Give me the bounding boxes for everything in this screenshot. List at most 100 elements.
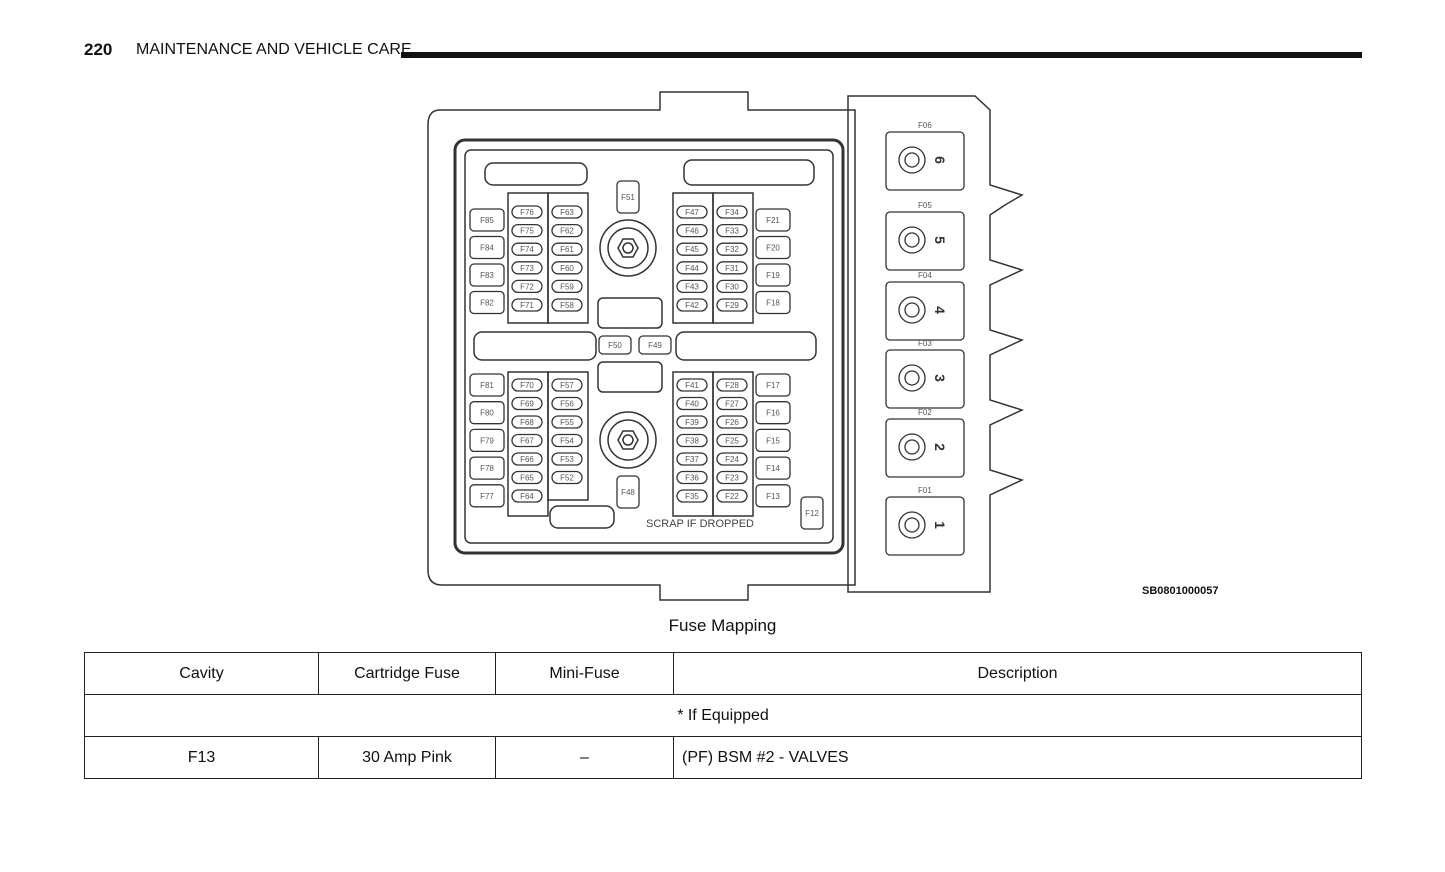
- fuse-label: F56: [560, 400, 574, 409]
- fuse-f16: F16: [755, 401, 791, 425]
- fuse-label: F55: [560, 418, 574, 427]
- fuse-f60: F60: [551, 261, 583, 275]
- fuse-label: F39: [685, 418, 699, 427]
- fuse-label: F73: [520, 264, 534, 273]
- fuse-f20: F20: [755, 235, 791, 260]
- fuse-label: F80: [480, 409, 494, 418]
- fuse-f66: F66: [511, 452, 543, 466]
- fuse-label: F79: [480, 436, 494, 445]
- cartridge-id: F04: [918, 271, 932, 280]
- fuse-label: F23: [725, 474, 739, 483]
- fuse-f83: F83: [469, 263, 505, 287]
- cartridge-number: 5: [932, 236, 948, 244]
- fuse-label: F16: [766, 409, 780, 418]
- cartridge-number: 4: [932, 306, 948, 314]
- fuse-label: F53: [560, 455, 574, 464]
- bolt-bottom: [599, 411, 657, 469]
- header-description: Description: [673, 652, 1362, 695]
- fuse-label: F47: [685, 208, 699, 217]
- fuse-f21: F21: [755, 208, 791, 232]
- fuse-f52: F52: [551, 470, 583, 485]
- fuse-f18: F18: [755, 290, 791, 315]
- fuse-f30: F30: [716, 279, 748, 294]
- fuse-f79: F79: [469, 428, 505, 453]
- fuse-label: F21: [766, 216, 780, 225]
- fuse-label: F85: [480, 216, 494, 225]
- fuse-label: F15: [766, 436, 780, 445]
- fuse-label: F24: [725, 455, 739, 464]
- fuse-table: Cavity Cartridge Fuse Mini-Fuse Descript…: [84, 652, 1362, 779]
- fuse-f70: F70: [511, 378, 543, 392]
- fuse-f81: F81: [469, 373, 505, 397]
- fuse-f54: F54: [551, 433, 583, 448]
- cartridge-id: F03: [918, 339, 932, 348]
- fuse-f85: F85: [469, 208, 505, 232]
- fuse-f28: F28: [716, 378, 748, 392]
- bolt-top: [599, 219, 657, 277]
- fuse-f37: F37: [676, 452, 708, 466]
- fuse-label: F12: [805, 509, 819, 518]
- fuse-label: F84: [480, 244, 494, 253]
- fuse-label: F25: [725, 437, 739, 446]
- fuse-f61: F61: [551, 242, 583, 256]
- cartridge-id: F01: [918, 486, 932, 495]
- fuse-f23: F23: [716, 470, 748, 485]
- fuse-label: F40: [685, 400, 699, 409]
- fuse-label: F71: [520, 301, 534, 310]
- cartridge-f04: F04 4: [885, 271, 965, 341]
- fuse-label: F13: [766, 492, 780, 501]
- fuse-f24: F24: [716, 452, 748, 466]
- fuse-label: F62: [560, 227, 574, 236]
- fuse-f65: F65: [511, 470, 543, 485]
- fuse-f76: F76: [511, 205, 543, 219]
- fuse-label: F26: [725, 418, 739, 427]
- cell-mini: –: [495, 736, 674, 779]
- cartridge-number: 1: [932, 521, 948, 529]
- fuse-f34: F34: [716, 205, 748, 219]
- fuse-label: F51: [621, 193, 635, 202]
- image-code: SB0801000057: [1142, 585, 1219, 597]
- fuse-f19: F19: [755, 263, 791, 287]
- fuse-label: F19: [766, 271, 780, 280]
- fuse-label: F76: [520, 208, 534, 217]
- fuse-f33: F33: [716, 223, 748, 238]
- fuse-f50: F50: [598, 335, 632, 355]
- fuse-f59: F59: [551, 279, 583, 294]
- fuse-label: F48: [621, 488, 635, 497]
- cartridge-number: 2: [932, 443, 948, 451]
- if-equipped-note: * If Equipped: [84, 694, 1362, 737]
- fuse-label: F31: [725, 264, 739, 273]
- fuse-label: F41: [685, 381, 699, 390]
- fuse-f49: F49: [638, 335, 672, 355]
- fuse-label: F30: [725, 282, 739, 291]
- cell-description: (PF) BSM #2 - VALVES: [673, 736, 1362, 779]
- fuse-label: F38: [685, 437, 699, 446]
- fuse-f57: F57: [551, 378, 583, 392]
- fuse-label: F42: [685, 301, 699, 310]
- fuse-f63: F63: [551, 205, 583, 219]
- header-cavity: Cavity: [84, 652, 319, 695]
- fuse-f40: F40: [676, 396, 708, 411]
- fuse-label: F75: [520, 227, 534, 236]
- table-row: F13 30 Amp Pink – (PF) BSM #2 - VALVES: [84, 736, 1362, 779]
- fuse-label: F45: [685, 245, 699, 254]
- fuse-label: F67: [520, 437, 534, 446]
- fuse-f62: F62: [551, 223, 583, 238]
- header-mini-fuse: Mini-Fuse: [495, 652, 674, 695]
- cell-cartridge: 30 Amp Pink: [318, 736, 496, 779]
- fuse-f84: F84: [469, 235, 505, 260]
- fuse-label: F37: [685, 455, 699, 464]
- fuse-label: F35: [685, 492, 699, 501]
- fuse-label: F36: [685, 474, 699, 483]
- fuse-f82: F82: [469, 290, 505, 315]
- fuse-label: F18: [766, 299, 780, 308]
- fuse-label: F70: [520, 381, 534, 390]
- fuse-f58: F58: [551, 298, 583, 312]
- fuse-f42: F42: [676, 298, 708, 312]
- fuse-label: F64: [520, 492, 534, 501]
- fuse-label: F43: [685, 282, 699, 291]
- fuse-f32: F32: [716, 242, 748, 256]
